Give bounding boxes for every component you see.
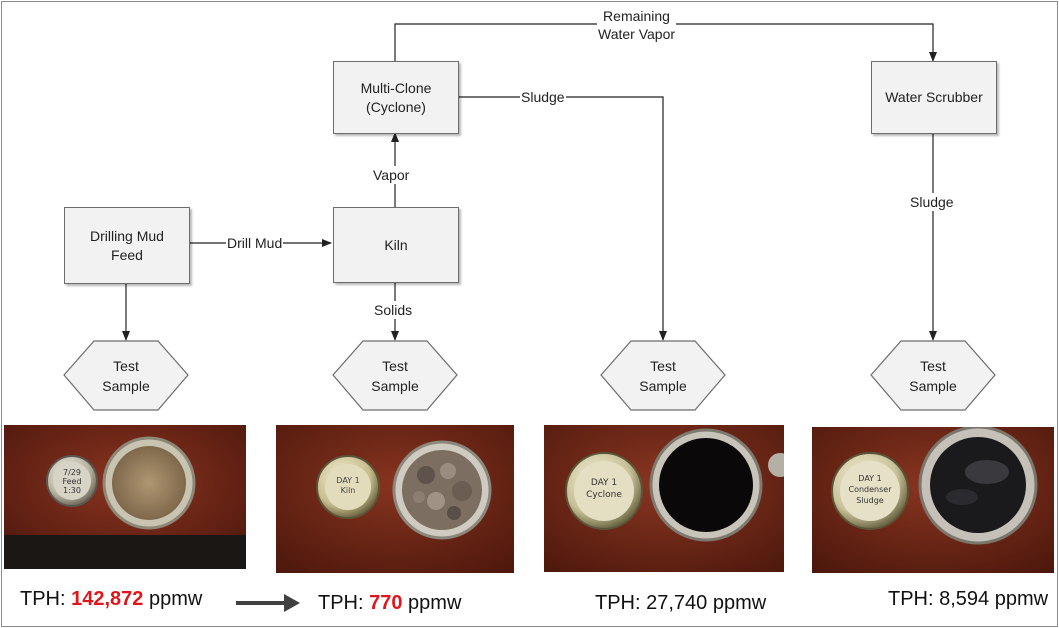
jar-label-cyclone-1: DAY 1: [591, 478, 617, 488]
jar-label-feed-2: Feed: [62, 477, 81, 486]
edge-label-sludge-scrubber: Sludge: [909, 193, 955, 211]
edge-label-drill-mud: Drill Mud: [226, 234, 284, 252]
jar-label-scrubber-1: DAY 1: [858, 474, 881, 483]
sample-photo-scrubber: DAY 1 Condenser Sludge: [812, 427, 1054, 573]
results-arrow: [236, 594, 300, 612]
tph-unit: ppmw: [707, 592, 767, 614]
jar-label-cyclone-2: Cyclone: [586, 490, 622, 500]
edge-sludge-cyclone: [458, 96, 667, 341]
tph-result-feed: TPH: 142,872 ppmw: [20, 588, 202, 611]
node-multi-clone: Multi-Clone (Cyclone): [333, 61, 459, 134]
jar-label-scrubber-3: Sludge: [856, 496, 884, 505]
tph-prefix: TPH:: [20, 588, 72, 610]
tph-prefix: TPH:: [318, 592, 370, 614]
tph-unit: ppmw: [402, 592, 462, 614]
sample-photo-kiln: DAY 1 Kiln: [276, 425, 514, 573]
tph-unit: ppmw: [143, 588, 203, 610]
test-sample-hexagon-1: [63, 340, 189, 411]
jar-label-kiln-2: Kiln: [341, 486, 356, 495]
edge-label-solids: Solids: [373, 301, 414, 319]
test-sample-hexagon-2: [332, 340, 458, 411]
test-sample-label-1: Test Sample: [102, 358, 150, 394]
edge-label-sludge-cyclone: Sludge: [520, 88, 566, 106]
tph-result-kiln: TPH: 770 ppmw: [318, 592, 461, 615]
jar-label-kiln-1: DAY 1: [336, 476, 359, 485]
sample-photo-cyclone: DAY 1 Cyclone: [544, 425, 784, 572]
test-sample-label-4: Test Sample: [909, 358, 957, 394]
tph-value: 27,740: [646, 592, 708, 614]
jar-label-feed-1: 7/29: [63, 468, 81, 477]
edge-label-remaining-water-vapor: Remaining Water Vapor: [597, 7, 677, 43]
tph-value: 8,594: [939, 588, 990, 610]
test-sample-label-2: Test Sample: [371, 358, 419, 394]
test-sample-hexagon-3: [600, 340, 726, 411]
sample-photo-feed: 7/29 Feed 1:30: [4, 425, 246, 569]
tph-unit: ppmw: [989, 588, 1049, 610]
jar-label-scrubber-2: Condenser: [849, 485, 893, 494]
test-sample-hexagon-4: [870, 340, 996, 411]
tph-prefix: TPH:: [888, 588, 940, 610]
tph-result-cyclone: TPH: 27,740 ppmw: [595, 592, 766, 615]
tph-value: 142,872: [71, 588, 144, 610]
node-kiln: Kiln: [333, 207, 459, 283]
jar-label-feed-3: 1:30: [63, 486, 81, 495]
edge-label-vapor: Vapor: [372, 166, 411, 184]
tph-result-scrubber: TPH: 8,594 ppmw: [888, 588, 1048, 611]
tph-value: 770: [369, 592, 403, 614]
node-water-scrubber: Water Scrubber: [871, 61, 997, 134]
node-drilling-mud-feed: Drilling Mud Feed: [64, 207, 190, 284]
test-sample-label-3: Test Sample: [639, 358, 687, 394]
tph-prefix: TPH:: [595, 592, 647, 614]
